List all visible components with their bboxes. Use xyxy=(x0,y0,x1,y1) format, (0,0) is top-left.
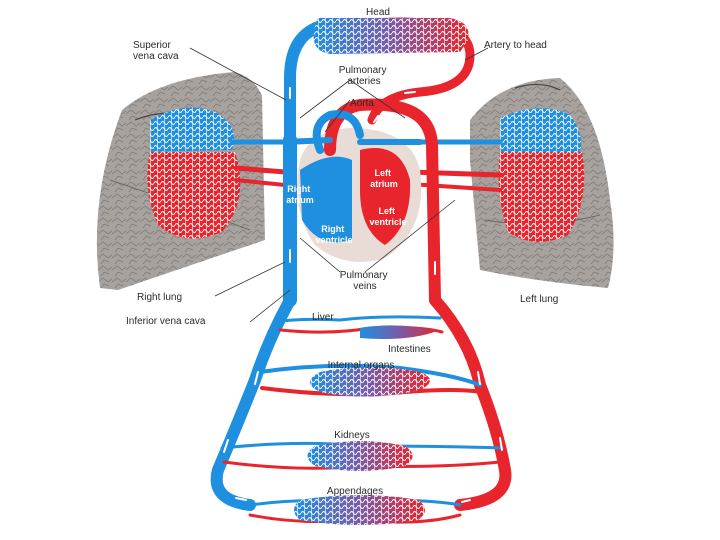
label-head: Head xyxy=(366,7,390,18)
leader-lines xyxy=(189,47,489,323)
labels: Head Superior vena cava Artery to head P… xyxy=(126,7,558,497)
label-left-ventricle: Left ventricle xyxy=(369,206,406,227)
label-artery-to-head: Artery to head xyxy=(484,40,547,51)
label-intestines: Intestines xyxy=(388,344,431,355)
systemic-circulation xyxy=(210,294,512,525)
label-kidneys: Kidneys xyxy=(334,430,370,441)
label-left-lung: Left lung xyxy=(520,294,558,305)
great-vessels xyxy=(282,98,441,307)
left-lung-capillaries xyxy=(407,108,585,242)
label-aorta: Aorta xyxy=(350,98,374,109)
label-inferior-vena-cava: Inferior vena cava xyxy=(126,316,206,327)
label-right-lung: Right lung xyxy=(137,292,182,303)
label-pulmonary-arteries: Pulmonary arteries xyxy=(339,65,390,87)
label-pulmonary-veins: Pulmonary veins xyxy=(340,270,391,292)
label-liver: Liver xyxy=(312,312,334,323)
heart xyxy=(297,128,422,262)
label-internal-organs: Internal organs xyxy=(328,360,395,371)
label-right-atrium: Right atrium xyxy=(286,184,314,205)
label-right-ventricle: Right ventricle xyxy=(315,224,352,245)
label-appendages: Appendages xyxy=(327,486,383,497)
label-superior-vena-cava: Superior vena cava xyxy=(133,40,179,62)
head-circulation xyxy=(284,17,475,146)
right-lung-capillaries xyxy=(147,107,288,239)
label-left-atrium: Left atrium xyxy=(370,168,398,189)
flow-arrows xyxy=(223,61,503,503)
